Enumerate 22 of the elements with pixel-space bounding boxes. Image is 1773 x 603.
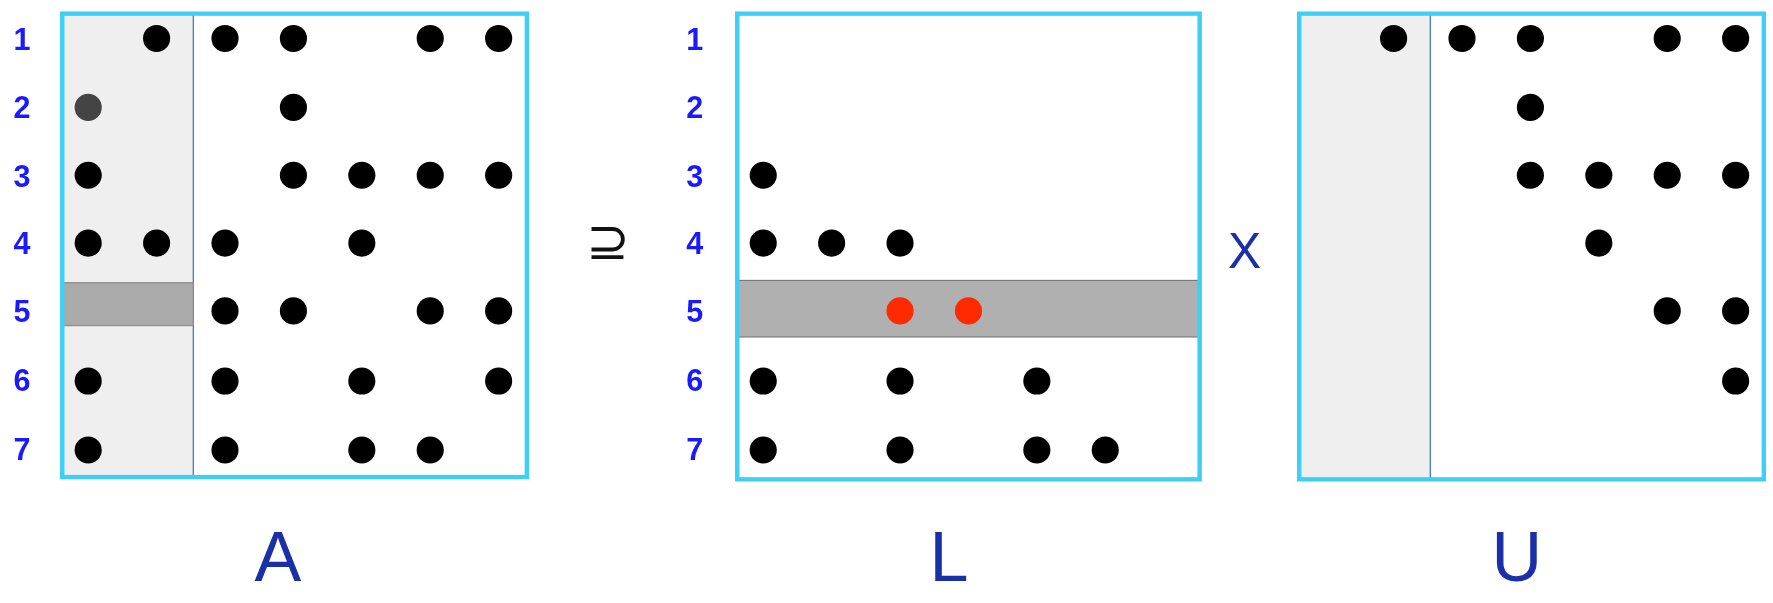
row-number: 4 bbox=[686, 229, 704, 261]
row-number: 6 bbox=[686, 366, 704, 397]
sparse-matrix-drawing bbox=[1296, 11, 1767, 482]
row-number: 5 bbox=[686, 297, 704, 328]
row-number: 4 bbox=[13, 229, 31, 261]
row-number: 6 bbox=[13, 366, 31, 397]
row-number: 7 bbox=[686, 435, 704, 466]
row-number: 2 bbox=[13, 92, 31, 124]
sparse-matrix-drawing bbox=[734, 11, 1202, 482]
row-number: 3 bbox=[686, 161, 704, 193]
row-number: 5 bbox=[13, 297, 31, 328]
row-number: 7 bbox=[13, 435, 31, 466]
matrix-label: U bbox=[1491, 522, 1543, 593]
row-number: 1 bbox=[686, 24, 704, 56]
matrix-label: L bbox=[929, 522, 969, 593]
row-number: 2 bbox=[686, 92, 704, 124]
sparse-matrix-drawing bbox=[59, 11, 530, 480]
row-number: 1 bbox=[13, 24, 31, 56]
matrix-label: A bbox=[254, 522, 302, 593]
multiply-sign: X bbox=[1227, 226, 1262, 276]
row-number: 3 bbox=[13, 161, 31, 193]
superset-symbol: ⊇ bbox=[585, 214, 630, 267]
